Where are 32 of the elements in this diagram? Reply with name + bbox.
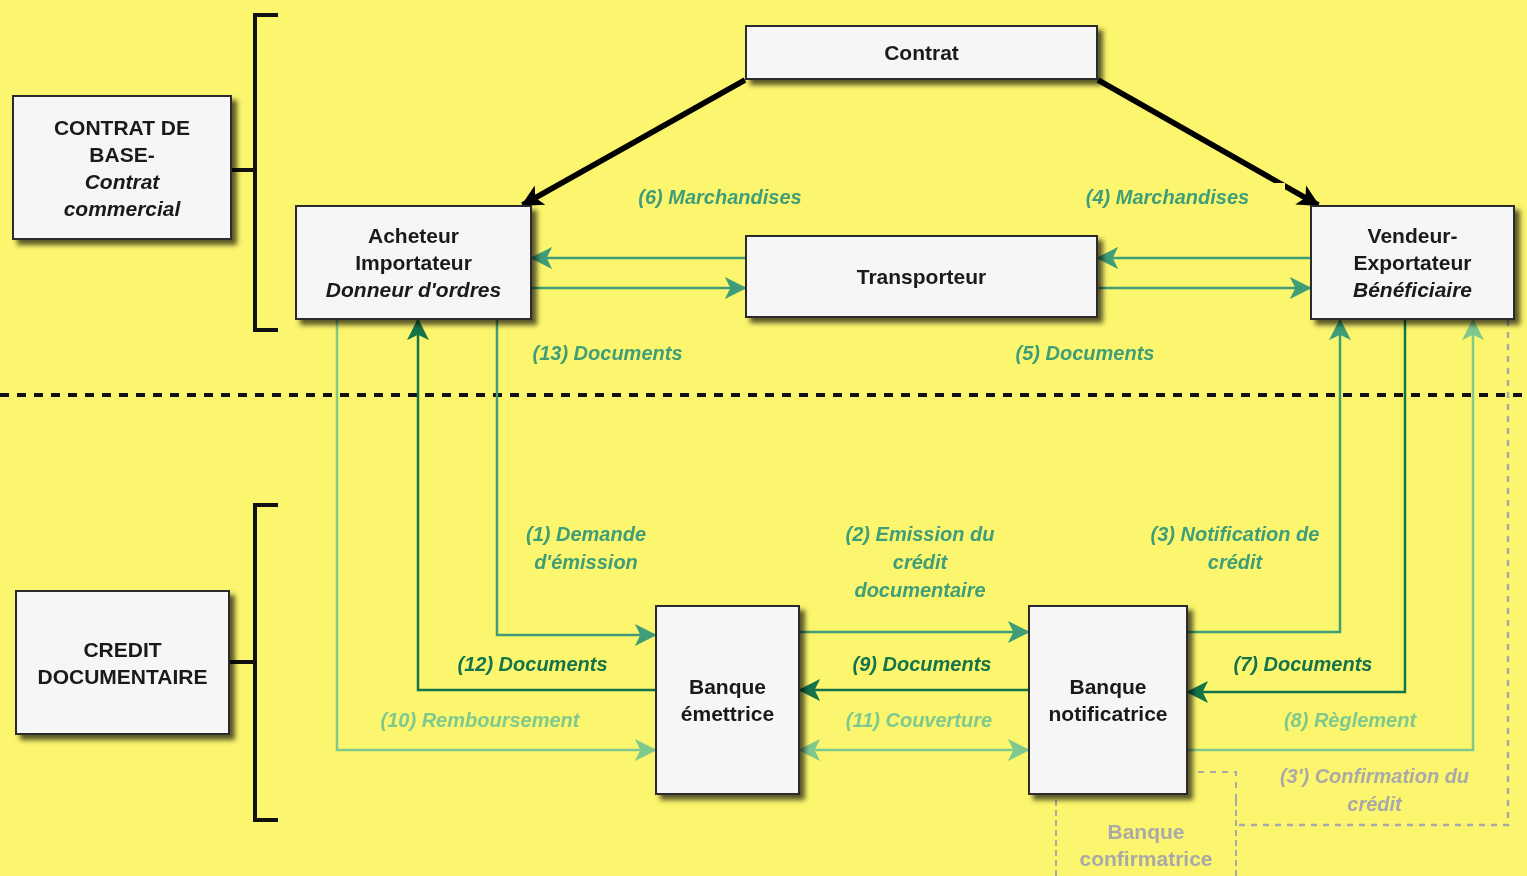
box-title: Vendeur-Exportateur <box>1352 223 1473 276</box>
arrow <box>335 320 657 761</box>
entity-box <box>15 590 230 735</box>
box-title: CONTRAT DE BASE- <box>52 114 192 168</box>
connector-line <box>1237 320 1510 827</box>
arrow <box>495 320 657 646</box>
entity-box <box>745 25 1098 80</box>
entity-box <box>12 95 232 240</box>
arrow <box>800 621 1030 643</box>
box-title: Banque émettrice <box>679 674 776 727</box>
entity-box <box>1310 205 1515 320</box>
box-title: Contrat <box>884 40 959 66</box>
box-title: CREDIT DOCUMENTAIRE <box>36 636 209 690</box>
box-subtitle: Bénéficiaire <box>1352 277 1473 303</box>
box-subtitle: Donneur d'ordres <box>325 277 502 303</box>
arrow <box>1098 277 1312 299</box>
box-title: Banque confirmatrice <box>1078 819 1214 872</box>
arrow <box>520 77 747 208</box>
entity-box <box>1028 605 1188 795</box>
box-title: Acheteur Importateur <box>354 223 473 276</box>
arrow <box>1096 77 1320 208</box>
entity-box <box>745 235 1098 318</box>
entity-box <box>295 205 532 320</box>
arrow <box>1188 318 1484 752</box>
box-subtitle: Contrat commercial <box>62 168 182 222</box>
dashed-bank-box <box>1055 800 1237 876</box>
arrow <box>532 277 747 299</box>
box-title: Transporteur <box>856 264 987 290</box>
arrow <box>1188 318 1351 634</box>
arrow <box>407 318 655 692</box>
box-title: Banque notificatrice <box>1047 674 1169 727</box>
entity-box <box>655 605 800 795</box>
